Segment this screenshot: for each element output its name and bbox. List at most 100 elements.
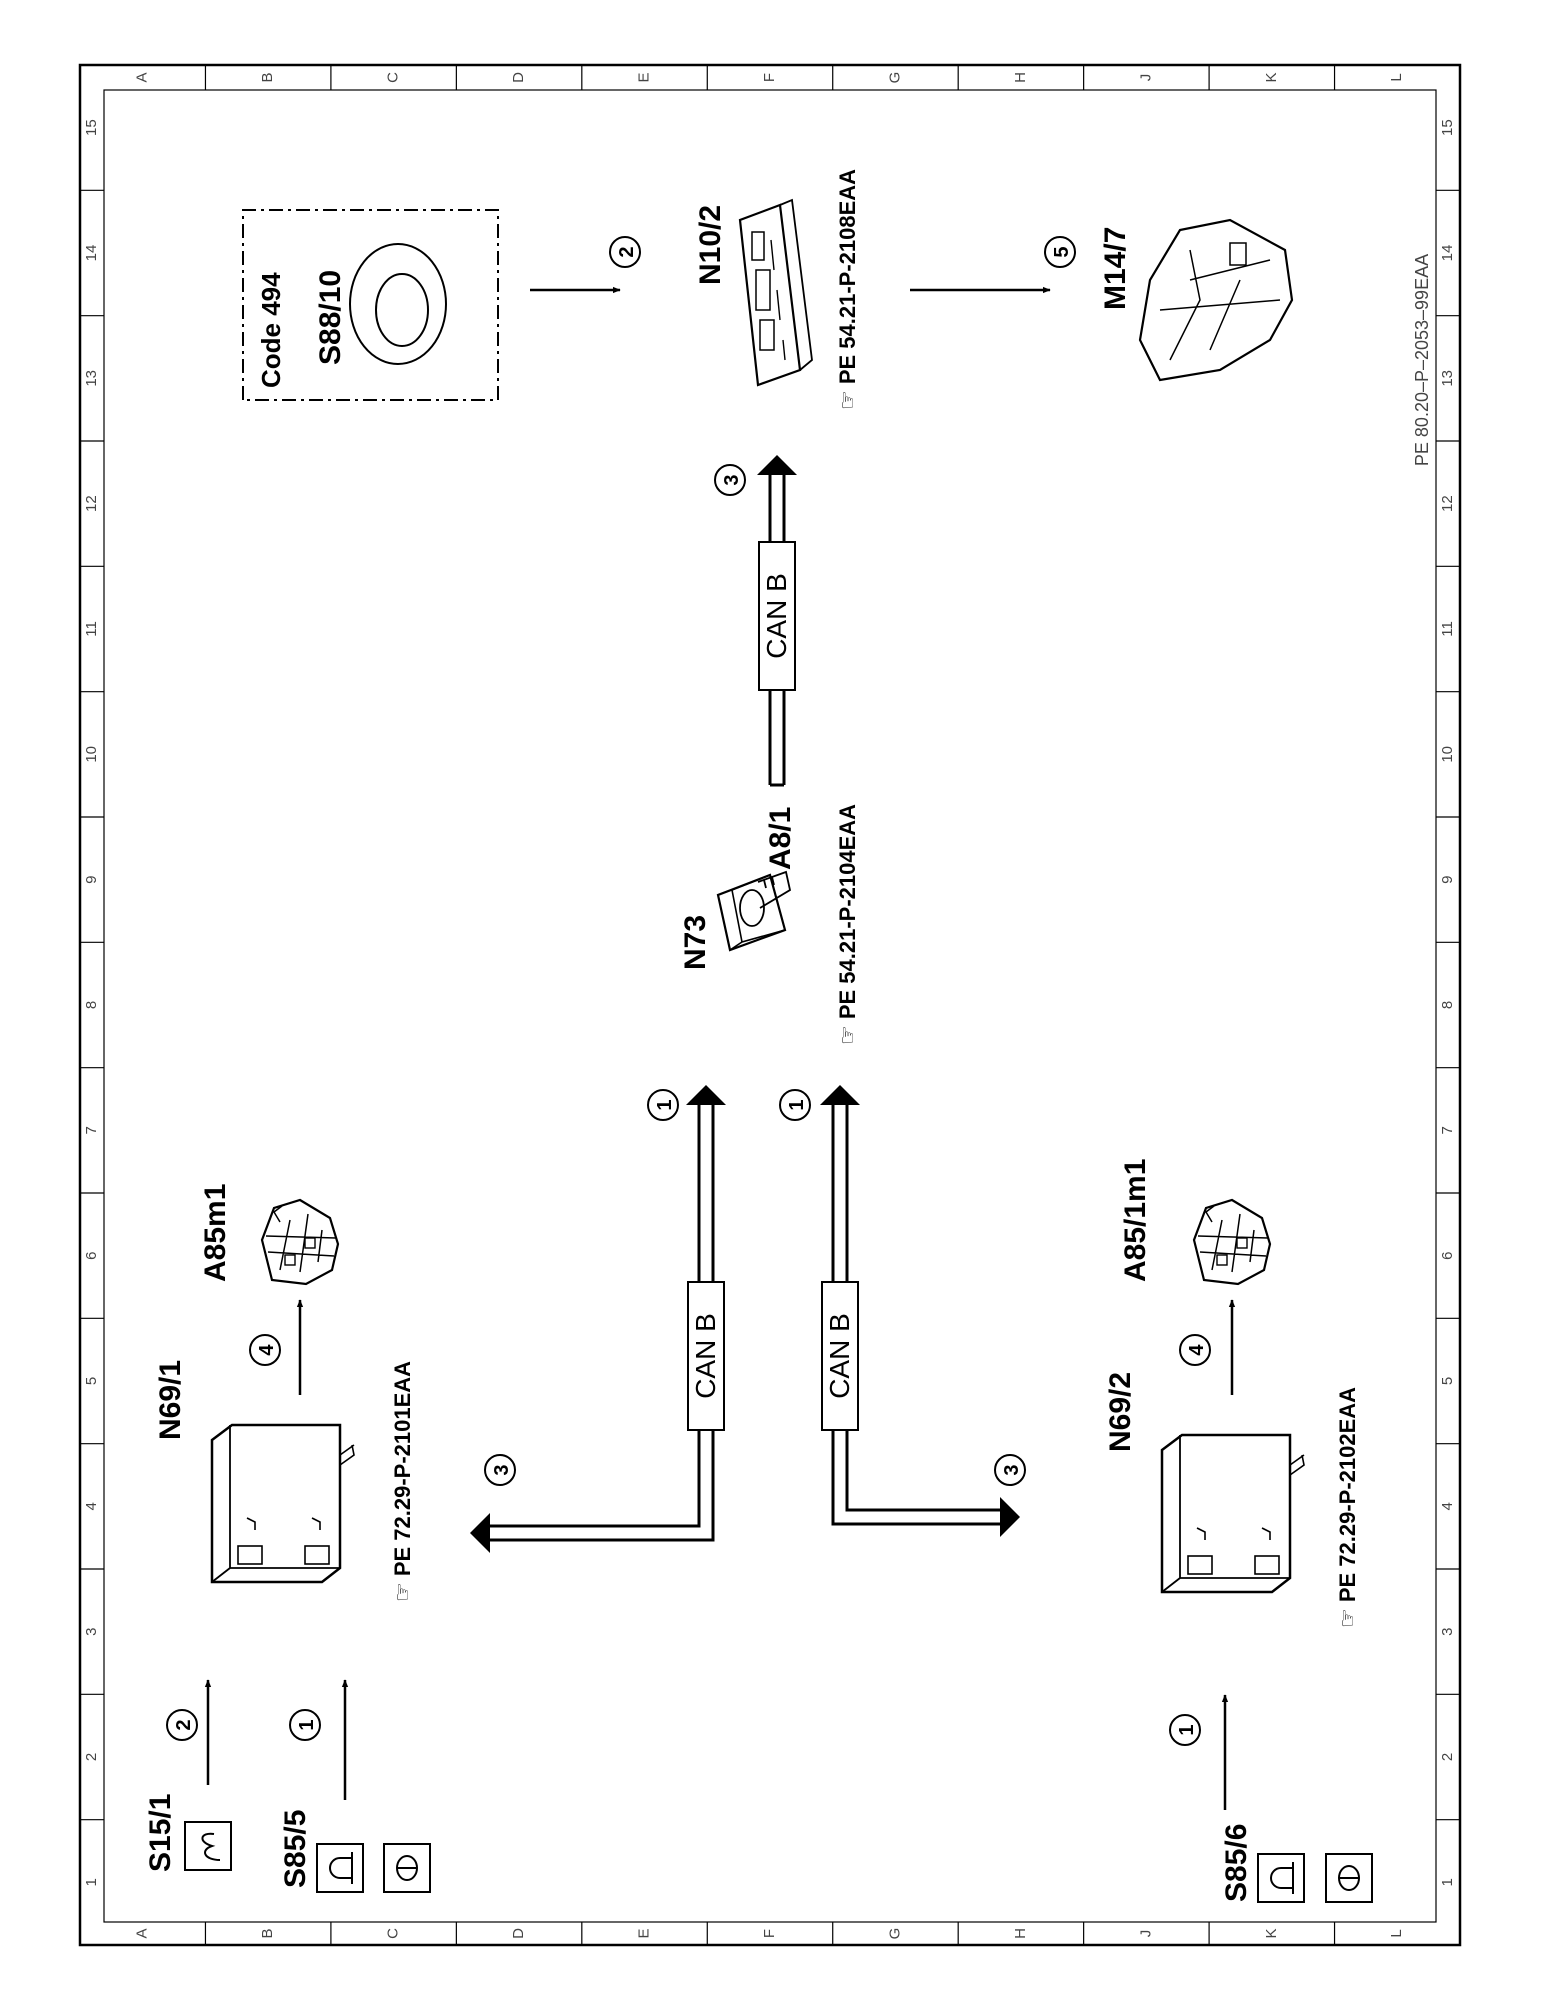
grid-row-number: 12: [83, 495, 100, 512]
grid-column-letter: K: [1263, 1928, 1280, 1938]
step-badge: 1: [289, 1709, 321, 1741]
grid-column-letter: J: [1137, 74, 1154, 82]
grid-row-number: 8: [83, 1001, 100, 1009]
a8-1-label: A8/1: [764, 807, 797, 870]
grid-column-letter: B: [259, 72, 276, 82]
step-number: 2: [173, 1719, 195, 1730]
grid-row-number: 13: [1439, 370, 1456, 387]
grid-row-number: 4: [1439, 1502, 1456, 1510]
drawing-frame: [78, 63, 1462, 1947]
grid-row-number: 6: [83, 1251, 100, 1259]
grid-column-letter: A: [134, 72, 151, 82]
s15-1-label: S15/1: [144, 1794, 177, 1872]
a85-1m1-label: A85/1m1: [1119, 1159, 1152, 1282]
n73-eis-unit: N73 A8/1 ☞ PE 54.21-P-2104EAA: [679, 804, 860, 1045]
grid-row-number: 2: [83, 1753, 100, 1761]
n69-2-label: N69/2: [1104, 1372, 1137, 1452]
grid-row-number: 5: [83, 1377, 100, 1385]
grid-column-letter: B: [259, 1928, 276, 1938]
grid-row-number: 4: [83, 1502, 100, 1510]
n69-1-reference: ☞ PE 72.29-P-2101EAA: [390, 1361, 415, 1602]
n73-label: N73: [679, 915, 712, 970]
grid-column-letter: F: [761, 73, 778, 82]
grid-row-number: 6: [1439, 1251, 1456, 1259]
step-badge: 3: [484, 1454, 516, 1486]
step-badge: 1: [779, 1089, 811, 1121]
step-number: 4: [256, 1344, 278, 1356]
step-number: 1: [654, 1099, 676, 1110]
s88-10-label: S88/10: [314, 270, 347, 365]
step-number: 1: [1176, 1724, 1198, 1735]
grid-row-number: 14: [83, 245, 100, 262]
n10-2-sam-unit: N10/2 ☞ PE 54.21-P-2108EAA: [694, 169, 860, 410]
grid-row-number: 9: [1439, 875, 1456, 883]
grid-column-letter: E: [636, 1928, 653, 1938]
s85-6-switch: S85/6: [1220, 1824, 1373, 1903]
grid-column-letter: H: [1012, 72, 1029, 83]
s85-5-label: S85/5: [279, 1810, 312, 1888]
can-b-label: CAN B: [690, 1313, 721, 1399]
grid-row-number: 2: [1439, 1753, 1456, 1761]
step-badge: 4: [1179, 1334, 1211, 1366]
grid-column-letter: L: [1388, 73, 1405, 81]
grid-row-number: 11: [1439, 621, 1456, 637]
step-number: 3: [491, 1464, 513, 1475]
step-number: 1: [296, 1719, 318, 1730]
step-number: 4: [1186, 1344, 1208, 1356]
n69-1-control-unit: N69/1 ☞ PE 72.29-P-2101EAA: [154, 1360, 415, 1602]
grid-row-number: 1: [83, 1878, 100, 1886]
grid-column-letter: F: [761, 1929, 778, 1938]
grid-row-number: 3: [83, 1627, 100, 1635]
grid-column-letter: J: [1137, 1930, 1154, 1938]
s15-1-switch: S15/1: [144, 1794, 232, 1872]
can-b-label: CAN B: [761, 573, 792, 659]
step-number: 3: [721, 474, 743, 485]
grid-column-letter: G: [886, 72, 903, 84]
grid-column-letter: D: [510, 72, 527, 83]
drawing-number: PE 80.20–P–2053–99EAA: [1412, 254, 1432, 466]
grid-row-number: 12: [1439, 495, 1456, 512]
step-badge: 5: [1044, 236, 1076, 268]
step-badge: 1: [1169, 1714, 1201, 1746]
n69-2-control-unit: N69/2 ☞ PE 72.29-P-2102EAA: [1104, 1372, 1360, 1628]
grid-row-number: 10: [83, 746, 100, 763]
n10-2-reference: ☞ PE 54.21-P-2108EAA: [835, 169, 860, 410]
m14-7-motor: M14/7: [1099, 218, 1294, 382]
s88-10-switch-code-494: Code 494 S88/10: [242, 209, 499, 401]
grid-row-number: 9: [83, 875, 100, 883]
grid-row-number: 10: [1439, 746, 1456, 763]
grid-row-number: 13: [83, 370, 100, 387]
grid-row-number: 8: [1439, 1001, 1456, 1009]
grid-column-letter: L: [1388, 1929, 1405, 1937]
step-number: 3: [1001, 1464, 1023, 1475]
grid-column-letter: C: [385, 72, 402, 83]
n69-2-reference: ☞ PE 72.29-P-2102EAA: [1335, 1387, 1360, 1628]
grid-column-letter: K: [1263, 72, 1280, 82]
grid-column-letter: E: [636, 72, 653, 82]
m14-7-label: M14/7: [1099, 227, 1132, 310]
step-badge: 3: [714, 464, 746, 496]
grid-row-number: 1: [1439, 1878, 1456, 1886]
grid-row-number: 5: [1439, 1377, 1456, 1385]
can-b-label: CAN B: [824, 1313, 855, 1399]
grid-column-letter: H: [1012, 1928, 1029, 1939]
step-number: 2: [616, 246, 638, 257]
step-badge: 4: [249, 1334, 281, 1366]
a85-1m1-lock-motor: A85/1m1: [1119, 1159, 1272, 1286]
grid-row-number: 14: [1439, 245, 1456, 262]
grid-column-letter: G: [886, 1928, 903, 1940]
grid-column-letter: C: [385, 1928, 402, 1939]
n69-1-label: N69/1: [154, 1360, 187, 1440]
a85m1-label: A85m1: [199, 1184, 232, 1282]
grid-row-number: 3: [1439, 1627, 1456, 1635]
n10-2-label: N10/2: [694, 205, 727, 285]
step-number: 5: [1051, 246, 1073, 257]
can-b-bus-top: CAN B: [757, 455, 797, 787]
step-badge: 1: [647, 1089, 679, 1121]
s85-6-label: S85/6: [1220, 1824, 1253, 1902]
step-badge: 3: [994, 1454, 1026, 1486]
grid-row-number: 11: [83, 621, 100, 637]
grid-row-number: 15: [1439, 119, 1456, 136]
